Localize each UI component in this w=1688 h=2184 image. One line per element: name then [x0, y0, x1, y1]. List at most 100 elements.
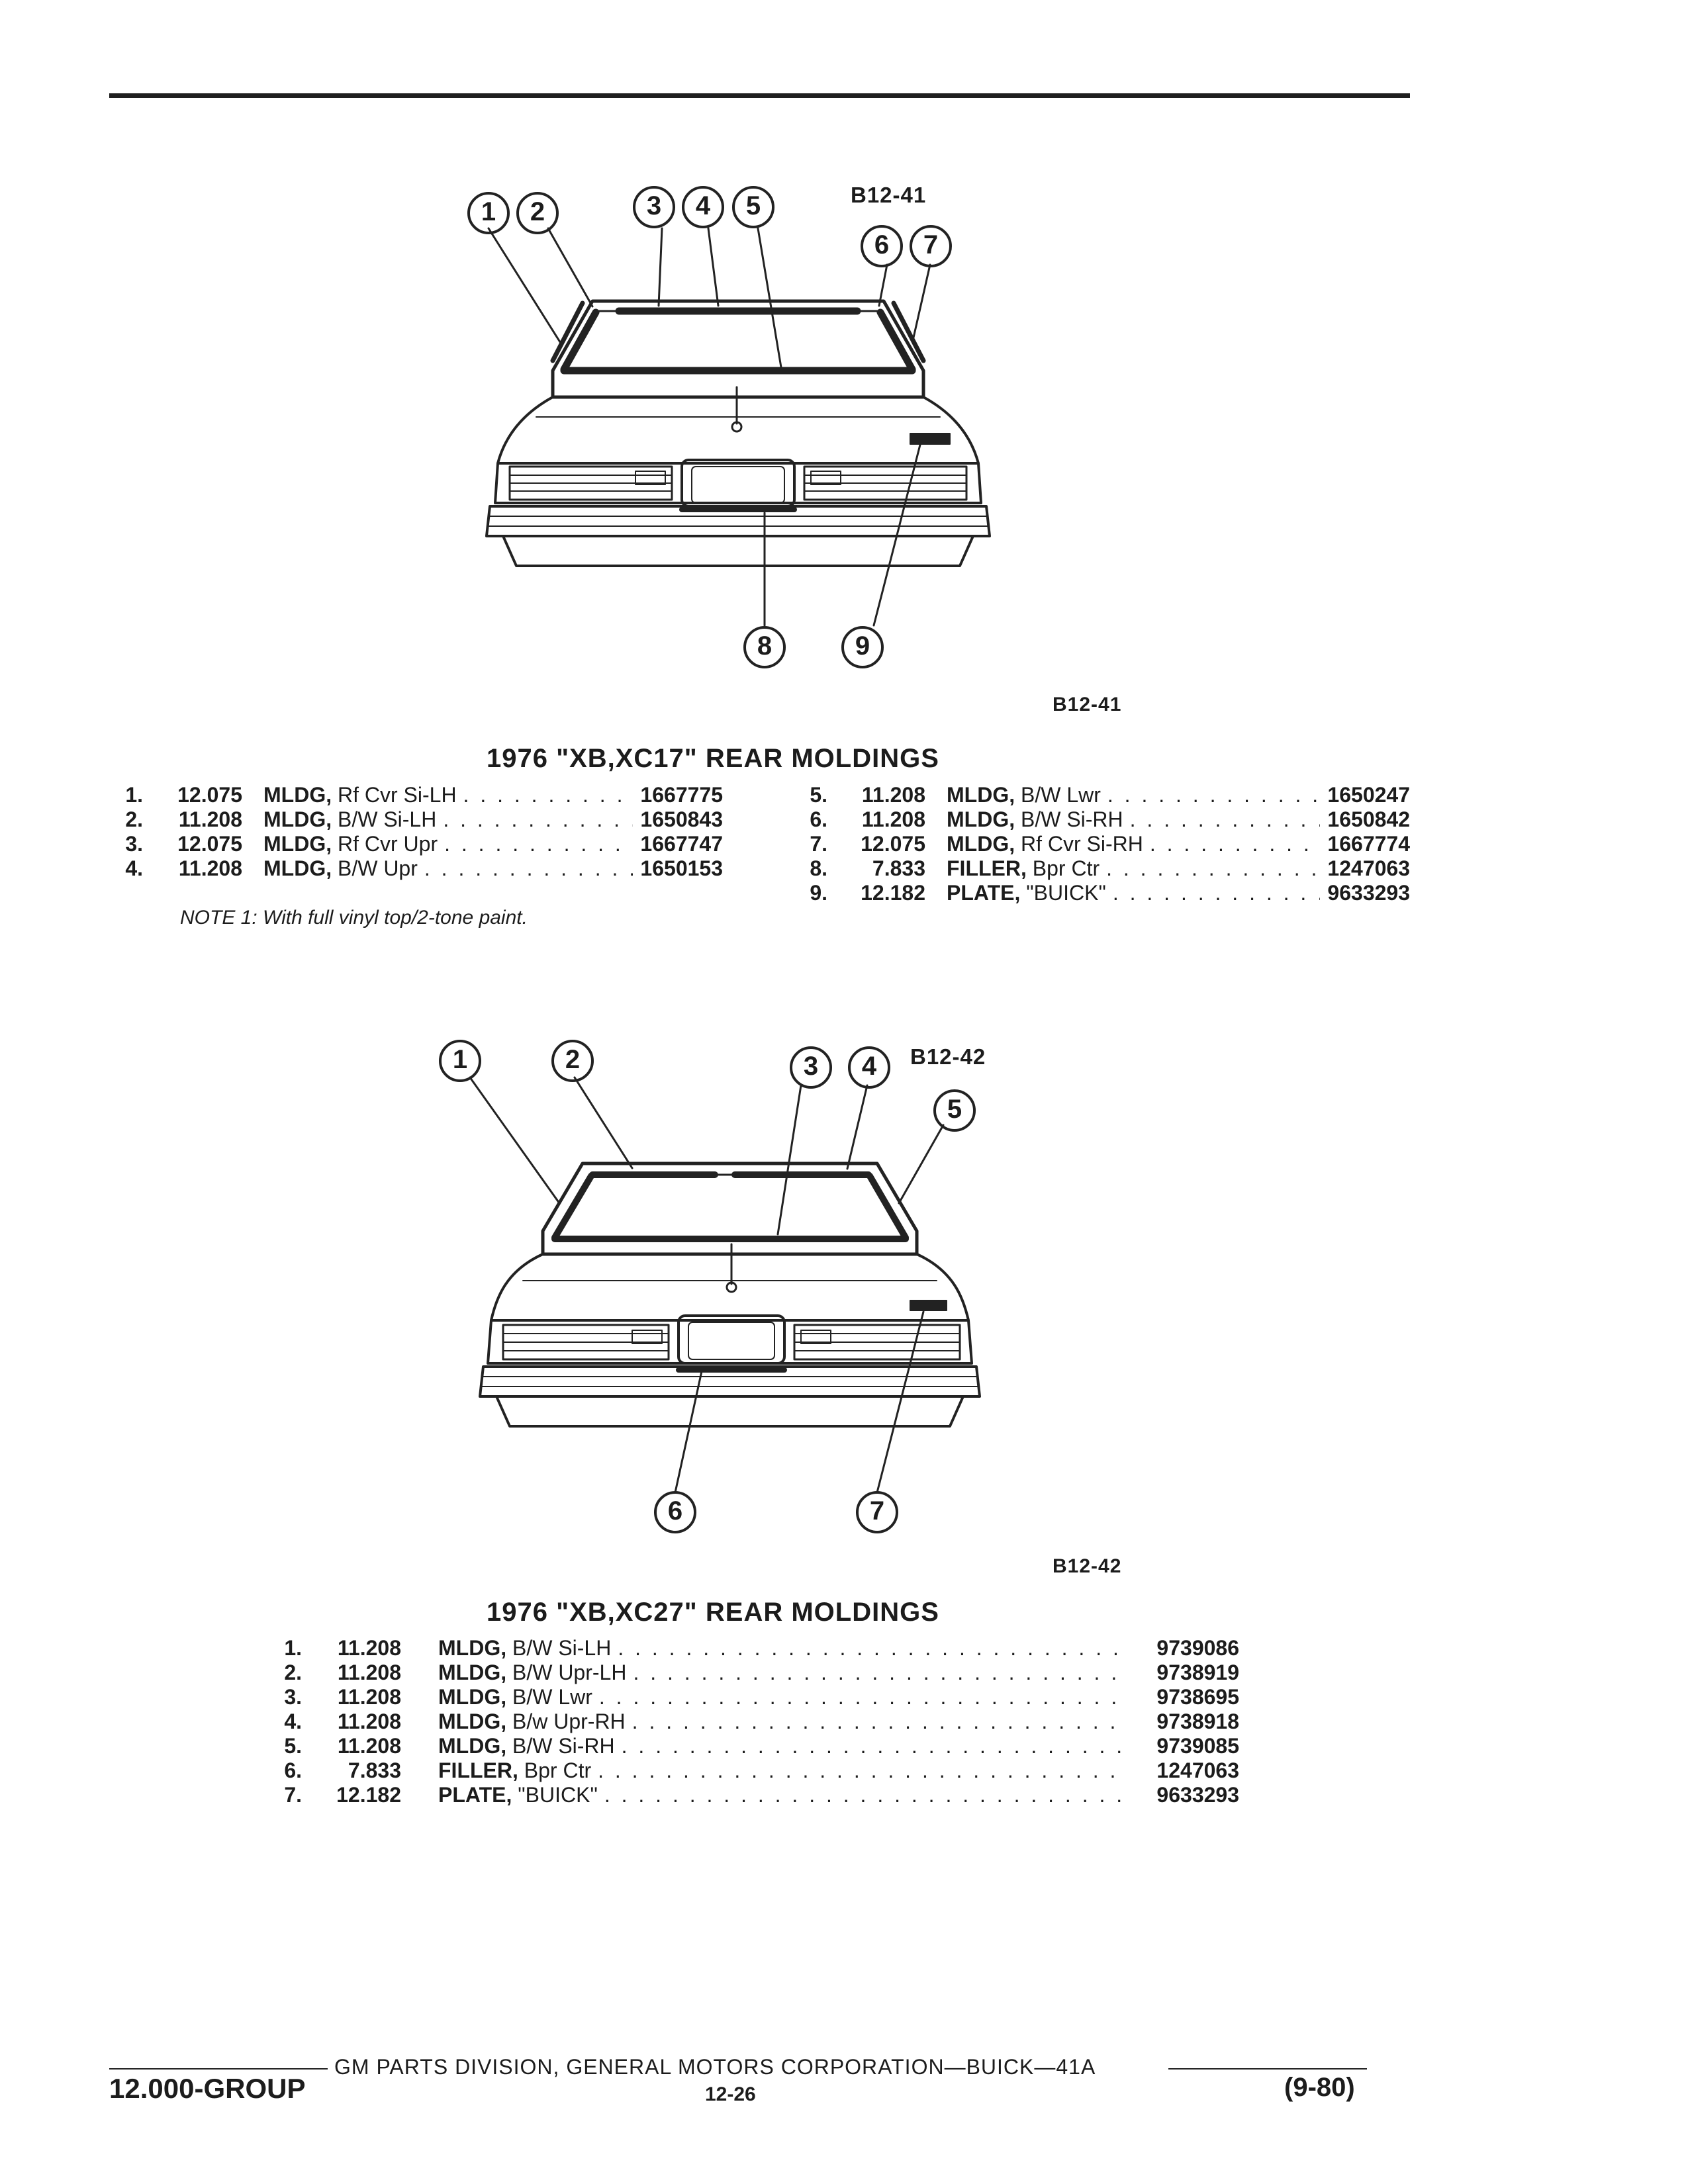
callout-7: 7: [869, 1496, 885, 1525]
part-number: 9633293: [1156, 1783, 1239, 1807]
part-description: MLDG, B/W Lwr: [438, 1685, 1133, 1709]
callout-2: 2: [565, 1045, 581, 1074]
callout-1: 1: [481, 197, 496, 226]
item-number: 8.: [810, 856, 827, 880]
car-rear-diagram-2: [439, 1040, 981, 1533]
figure-code-bottom: B12-42: [1053, 1555, 1122, 1577]
footer-group: 12.000-GROUP: [109, 2073, 306, 2104]
part-number: 9738919: [1156, 1661, 1239, 1684]
callout-9: 9: [855, 631, 870, 660]
table-row: 4. 11.208 MLDG, B/w Upr-RH 9738918: [265, 1709, 1241, 1734]
item-number: 1.: [125, 783, 143, 807]
part-number: 1247063: [1156, 1758, 1239, 1782]
callout-4: 4: [861, 1052, 877, 1081]
group-number: 12.182: [861, 881, 925, 905]
group-number: 7.833: [872, 856, 925, 880]
table-row: 8. 7.833 FILLER, Bpr Ctr 1247063: [794, 856, 1410, 881]
group-number: 12.075: [177, 832, 242, 856]
group-number: 11.208: [337, 1709, 401, 1733]
item-number: 4.: [284, 1709, 302, 1733]
parts-table-right: 5. 11.208 MLDG, B/W Lwr 1650247 6. 11.20…: [794, 783, 1410, 905]
part-description: MLDG, Rf Cvr Upr: [263, 832, 638, 856]
part-number: 1650843: [640, 807, 723, 831]
section-title-xc17: 1976 "XB,XC17" REAR MOLDINGS: [487, 744, 939, 773]
figure-code-top: B12-41: [851, 183, 927, 207]
part-description: MLDG, Rf Cvr Si-RH: [947, 832, 1325, 856]
table-row: 2. 11.208 MLDG, B/W Si-LH 1650843: [114, 807, 723, 832]
item-number: 3.: [284, 1685, 302, 1709]
group-number: 11.208: [337, 1661, 401, 1684]
item-number: 7.: [810, 832, 827, 856]
group-number: 11.208: [178, 807, 242, 831]
part-number: 1650247: [1327, 783, 1410, 807]
table-row: 2. 11.208 MLDG, B/W Upr-LH 9738919: [265, 1661, 1241, 1685]
part-description: PLATE, "BUICK": [947, 881, 1325, 905]
part-description: MLDG, B/W Upr: [263, 856, 638, 881]
part-description: PLATE, "BUICK": [438, 1783, 1133, 1807]
callout-3: 3: [803, 1052, 819, 1081]
callout-5: 5: [745, 191, 761, 220]
part-description: FILLER, Bpr Ctr: [438, 1758, 1133, 1783]
part-description: MLDG, B/W Si-RH: [438, 1734, 1133, 1758]
item-number: 5.: [284, 1734, 302, 1758]
parts-table: 1. 11.208 MLDG, B/W Si-LH 9739086 2. 11.…: [265, 1636, 1241, 1807]
part-description: MLDG, Rf Cvr Si-LH: [263, 783, 638, 807]
item-number: 4.: [125, 856, 143, 880]
callout-1: 1: [452, 1045, 468, 1074]
callout-2: 2: [530, 197, 545, 226]
part-number: 9633293: [1327, 881, 1410, 905]
part-description: MLDG, B/W Si-LH: [263, 807, 638, 832]
footer-corporation: GM PARTS DIVISION, GENERAL MOTORS CORPOR…: [334, 2055, 1096, 2079]
table-row: 1. 11.208 MLDG, B/W Si-LH 9739086: [265, 1636, 1241, 1661]
part-number: 1650842: [1327, 807, 1410, 831]
header-rule: [109, 93, 1410, 98]
group-number: 11.208: [861, 783, 925, 807]
group-number: 12.075: [177, 783, 242, 807]
part-description: MLDG, B/W Lwr: [947, 783, 1325, 807]
item-number: 9.: [810, 881, 827, 905]
group-number: 7.833: [348, 1758, 401, 1782]
table-row: 3. 11.208 MLDG, B/W Lwr 9738695: [265, 1685, 1241, 1709]
table-row: 7. 12.075 MLDG, Rf Cvr Si-RH 1667774: [794, 832, 1410, 856]
group-number: 11.208: [337, 1636, 401, 1660]
item-number: 3.: [125, 832, 143, 856]
group-number: 12.075: [861, 832, 925, 856]
part-description: MLDG, B/W Si-LH: [438, 1636, 1133, 1661]
figure-code-top: B12-42: [910, 1044, 986, 1069]
table-row: 9. 12.182 PLATE, "BUICK" 9633293: [794, 881, 1410, 905]
table-row: 5. 11.208 MLDG, B/W Si-RH 9739085: [265, 1734, 1241, 1758]
figure-b12-41-rear-view: 1 2 3 4 5 6 7 8 9: [0, 0, 1688, 741]
callout-4: 4: [695, 191, 711, 220]
part-number: 1247063: [1327, 856, 1410, 880]
part-number: 1650153: [640, 856, 723, 880]
part-number: 9739085: [1156, 1734, 1239, 1758]
callout-6: 6: [667, 1496, 683, 1525]
callout-6: 6: [874, 230, 890, 259]
callout-5: 5: [947, 1095, 962, 1124]
item-number: 5.: [810, 783, 827, 807]
section-title-xc27: 1976 "XB,XC27" REAR MOLDINGS: [487, 1598, 939, 1627]
group-number: 11.208: [337, 1685, 401, 1709]
group-number: 11.208: [178, 856, 242, 880]
group-number: 11.208: [337, 1734, 401, 1758]
footer-rule-left: [109, 2068, 328, 2070]
part-description: MLDG, B/W Si-RH: [947, 807, 1325, 832]
part-number: 1667747: [640, 832, 723, 856]
part-number: 1667774: [1327, 832, 1410, 856]
note-1: NOTE 1: With full vinyl top/2-tone paint…: [180, 907, 528, 929]
item-number: 2.: [284, 1661, 302, 1684]
parts-table-left: 1. 12.075 MLDG, Rf Cvr Si-LH 1667775 2. …: [114, 783, 723, 881]
group-number: 12.182: [336, 1783, 401, 1807]
part-description: MLDG, B/W Upr-LH: [438, 1661, 1133, 1685]
table-row: 1. 12.075 MLDG, Rf Cvr Si-LH 1667775: [114, 783, 723, 807]
item-number: 6.: [284, 1758, 302, 1782]
part-description: FILLER, Bpr Ctr: [947, 856, 1325, 881]
footer-rule-right: [1168, 2068, 1367, 2070]
part-number: 9738918: [1156, 1709, 1239, 1733]
part-description: MLDG, B/w Upr-RH: [438, 1709, 1133, 1734]
footer-page-number: 12-26: [705, 2083, 756, 2105]
item-number: 1.: [284, 1636, 302, 1660]
callout-7: 7: [923, 230, 939, 259]
table-row: 6. 7.833 FILLER, Bpr Ctr 1247063: [265, 1758, 1241, 1783]
table-row: 5. 11.208 MLDG, B/W Lwr 1650247: [794, 783, 1410, 807]
